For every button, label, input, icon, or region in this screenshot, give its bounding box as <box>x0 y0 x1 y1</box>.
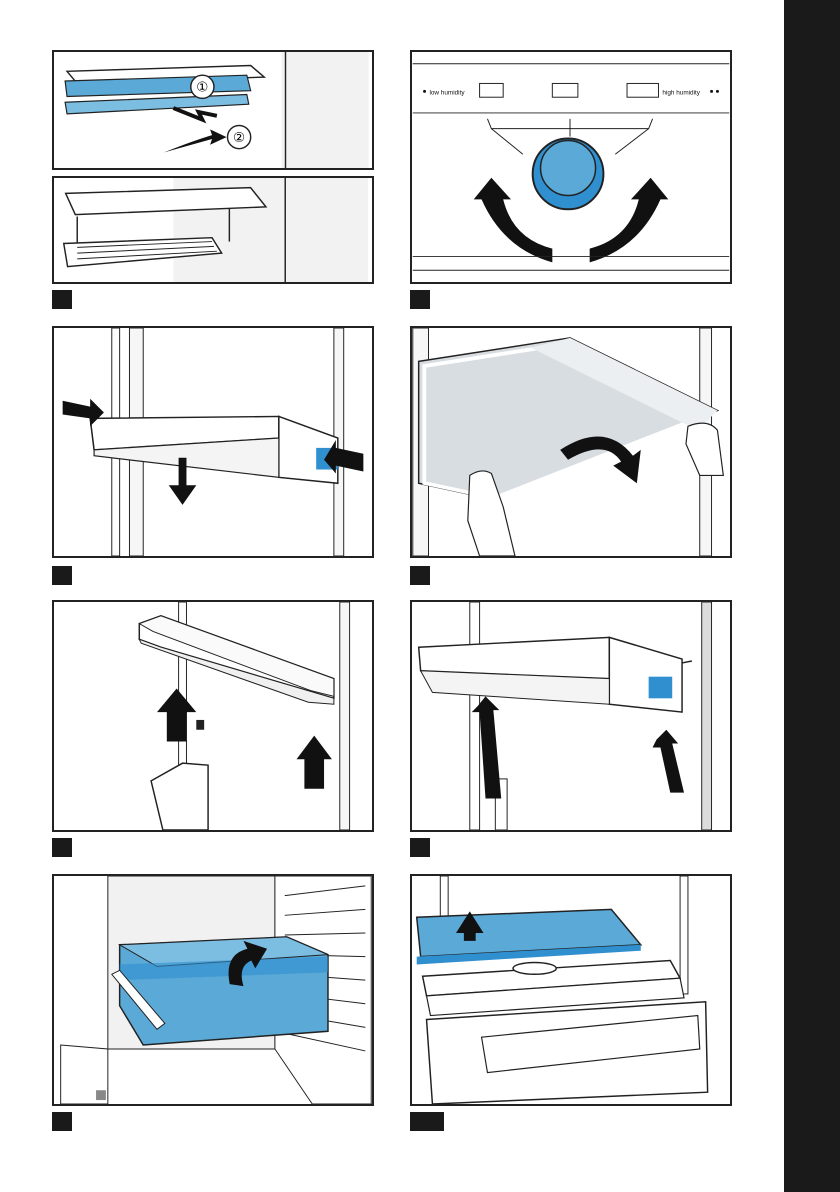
panel-glass-shelf-tilt <box>410 326 732 558</box>
step-label-4 <box>410 566 430 585</box>
step-1-marker: ① <box>196 80 208 95</box>
door-rack-remove-illustration <box>54 328 372 556</box>
step-label-7 <box>52 1112 72 1131</box>
low-humidity-label: low humidity <box>429 89 465 96</box>
panel-door-rack-insert-side <box>410 600 732 832</box>
humidity-control-illustration: low humidity high humidity <box>412 52 730 282</box>
door-rack-insert-side-illustration <box>412 602 730 830</box>
step-label-1 <box>52 290 72 309</box>
step-label-2 <box>410 290 430 309</box>
cover-plate-illustration <box>412 876 730 1104</box>
high-humidity-label: high humidity <box>662 89 700 96</box>
panel-humidity-control: low humidity high humidity <box>410 50 732 284</box>
panel-vegetable-drawer <box>52 874 374 1106</box>
shelf-remove-illustration: ① ② <box>54 52 372 168</box>
panel-cover-plate <box>410 874 732 1106</box>
glass-shelf-tilt-illustration <box>412 328 730 556</box>
shelf-frame-illustration <box>54 178 372 282</box>
panel-door-rack-remove <box>52 326 374 558</box>
step-label-8 <box>410 1112 444 1131</box>
panel-shelf-remove-top: ① ② <box>52 50 374 170</box>
step-label-5 <box>52 838 72 857</box>
panel-door-rack-insert <box>52 600 374 832</box>
step-2-marker: ② <box>233 130 245 145</box>
step-label-3 <box>52 566 72 585</box>
step-label-6 <box>410 838 430 857</box>
side-tab <box>784 0 840 1192</box>
panel-shelf-remove-bottom <box>52 176 374 284</box>
door-rack-insert-illustration <box>54 602 372 830</box>
vegetable-drawer-illustration <box>54 876 372 1104</box>
